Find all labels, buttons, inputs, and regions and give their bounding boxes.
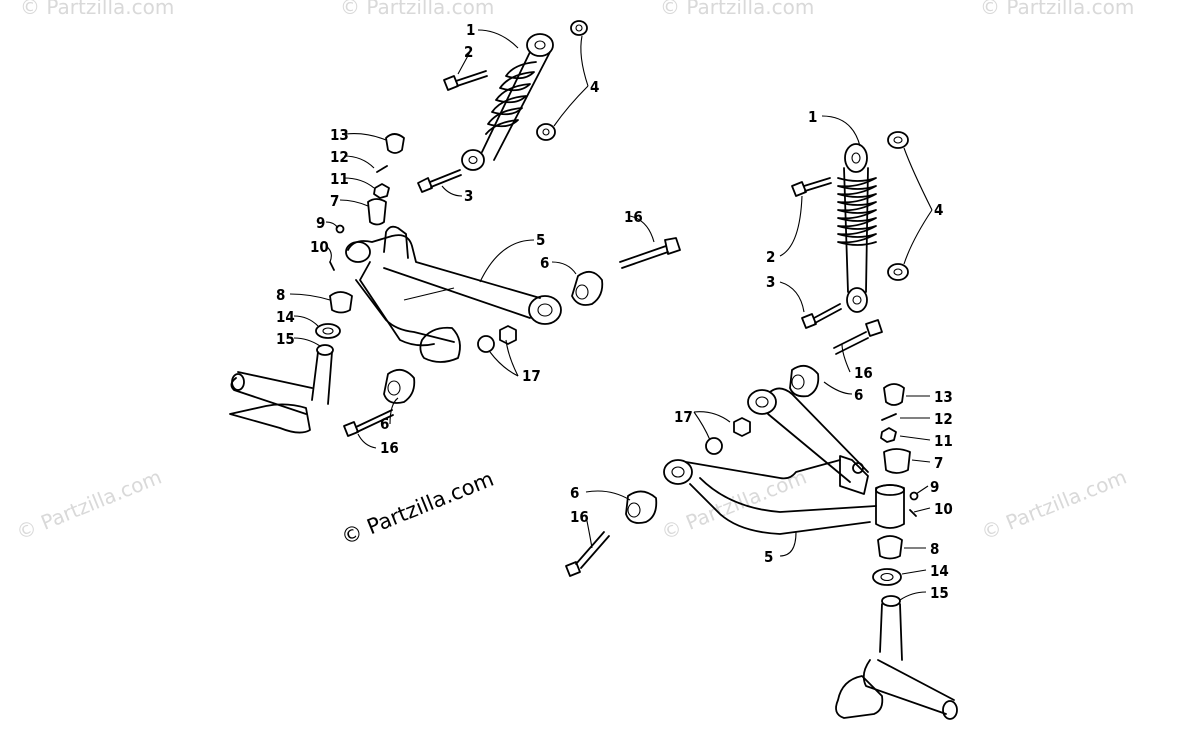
callout-4-left: 4 [590,78,599,96]
callout-9-left: 9 [316,214,325,232]
callout-6-right-bottom: 6 [570,484,579,502]
right-assembly [565,131,958,720]
callout-16-left-bottom: 16 [380,439,399,457]
callout-3-left: 3 [464,187,473,205]
left-bearing-14 [315,323,341,339]
watermark-left: © Partzilla.com [13,465,165,545]
callout-11-left: 11 [330,170,349,188]
callout-6-right-top: 6 [854,386,863,404]
callout-numbers: 1 2 4 13 12 11 3 7 9 10 5 6 16 8 14 15 1… [276,21,953,602]
right-shock-absorber [837,143,877,313]
callout-2-right: 2 [766,248,775,266]
callout-16-left-top: 16 [624,208,643,226]
watermark-top-4: © Partzilla.com [980,0,1134,19]
left-shock-absorber [461,33,554,171]
left-nuts-17 [477,325,517,353]
left-bolt-16-upper [619,237,681,269]
callout-6-left-top: 6 [540,254,549,272]
left-bolt-3 [417,169,462,193]
right-nuts-17 [705,417,751,455]
callout-6-left-bottom: 6 [380,415,389,433]
callout-12-left: 12 [330,148,349,166]
callout-17-right: 17 [674,408,693,426]
left-a-arm [345,225,562,363]
callout-7-right: 7 [934,454,943,472]
right-bolt-3 [801,303,842,329]
callout-4-right: 4 [934,201,943,219]
right-cushion-6-upper [789,364,820,398]
leader-lines [289,29,933,601]
callout-16-right-top: 16 [854,364,873,382]
callout-13-right: 13 [934,388,953,406]
callout-15-left: 15 [276,330,295,348]
left-cushion-6-top [571,270,604,306]
callout-8-left: 8 [276,286,285,304]
callout-9-right: 9 [930,478,939,496]
callout-1-right: 1 [808,108,817,126]
right-bolt-16-lower [565,531,610,577]
right-bolt-2 [791,177,832,197]
watermark-top-2: © Partzilla.com [340,0,494,19]
callout-10-left: 10 [310,238,329,256]
watermark-top-3: © Partzilla.com [660,0,814,19]
right-a-arm [663,387,905,535]
right-cushion-6-lower [625,490,658,524]
right-bearing-14 [872,568,902,586]
callout-5-right: 5 [764,548,773,566]
faint-watermarks: © Partzilla.com © Partzilla.com © Partzi… [13,0,1134,545]
left-bushings-4 [536,20,588,141]
watermark-main: © Partzilla.com [338,467,497,550]
left-bolt-16-lower [343,409,394,437]
callout-11-right: 11 [934,432,953,450]
callout-15-right: 15 [930,584,949,602]
callout-2-left: 2 [464,43,473,61]
callout-8-right: 8 [930,540,939,558]
callout-1-left: 1 [466,21,475,39]
left-bushing-8 [329,291,353,314]
callout-3-right: 3 [766,273,775,291]
left-spindle-15 [229,344,334,434]
right-spindle-15 [835,595,958,720]
left-cushion-6-bottom [383,368,416,404]
right-bushings-4 [887,131,909,281]
callout-14-right: 14 [930,562,949,580]
watermark-top-1: © Partzilla.com [20,0,174,19]
right-small-hardware [880,383,919,517]
callout-12-right: 12 [934,410,953,428]
right-bolt-16-upper [833,319,883,355]
right-bushing-8 [877,535,903,560]
callout-10-right: 10 [934,500,953,518]
left-assembly [229,20,681,437]
left-bolt-2 [443,70,488,91]
left-small-hardware [329,133,405,271]
callout-7-left: 7 [330,192,339,210]
callout-14-left: 14 [276,308,295,326]
callout-5-left: 5 [536,231,545,249]
callout-13-left: 13 [330,126,349,144]
callout-16-right-bottom: 16 [570,508,589,526]
watermark-right: © Partzilla.com [978,465,1130,545]
callout-17-left: 17 [522,367,541,385]
